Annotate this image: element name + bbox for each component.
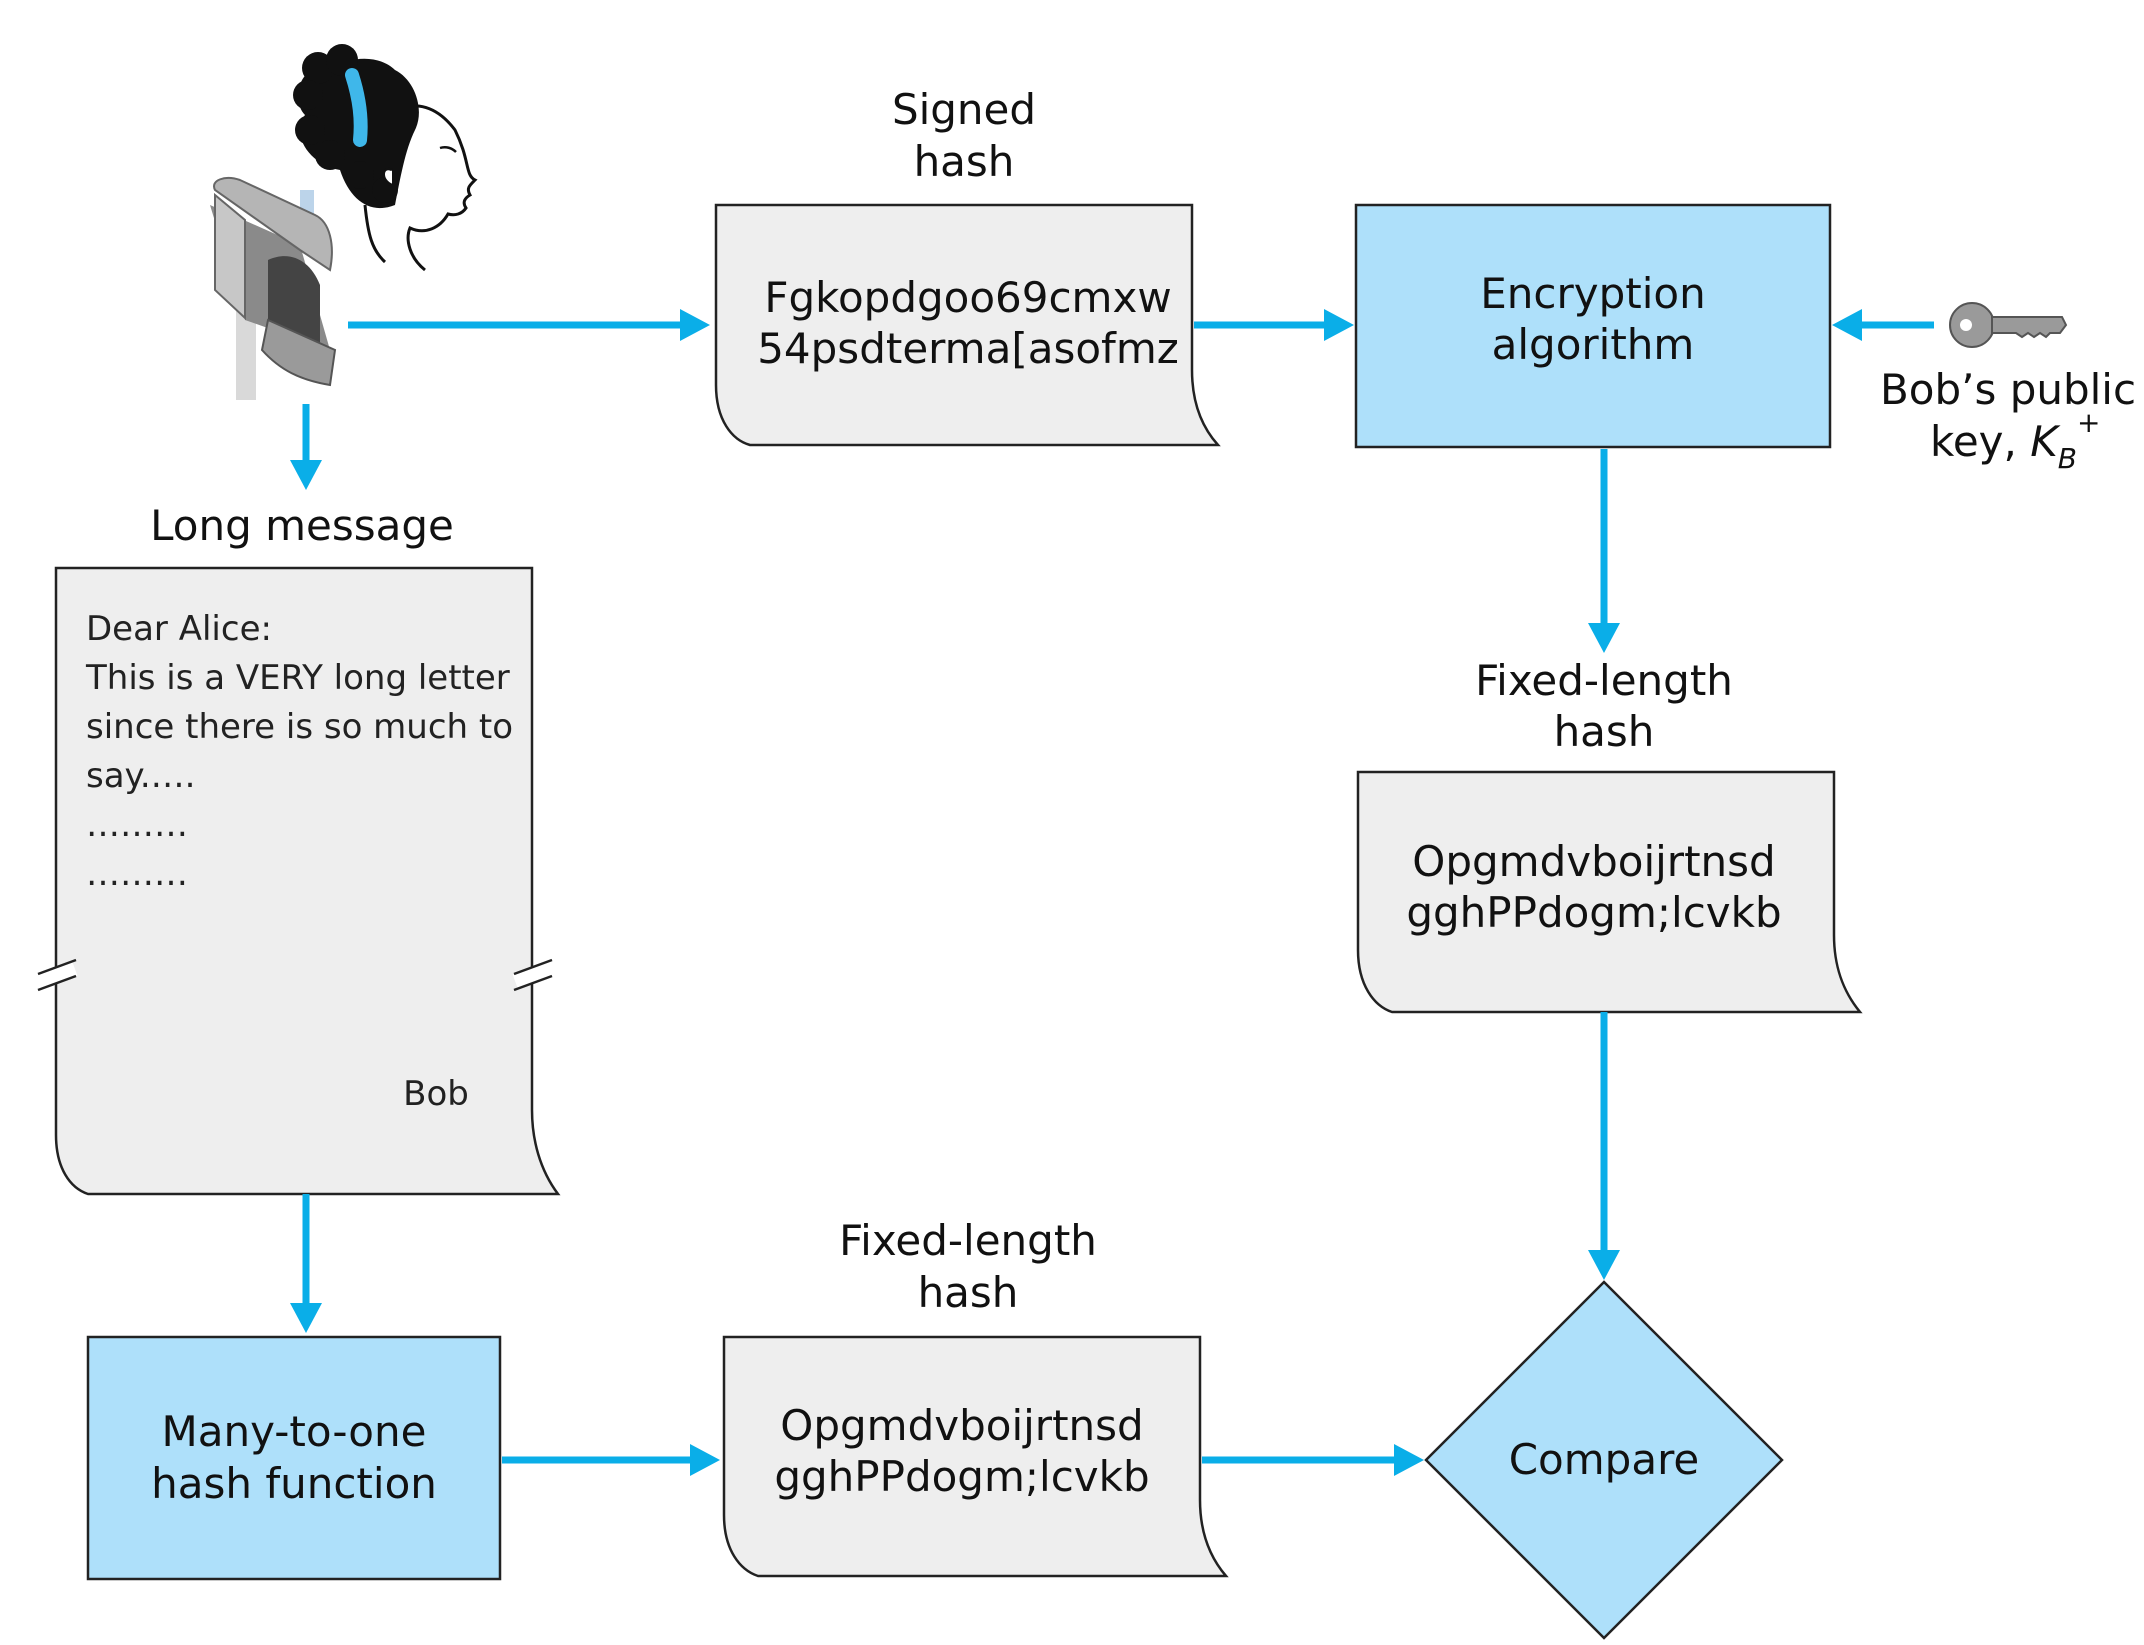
svg-text:………: ……… [86,854,188,894]
svg-text:………: ……… [86,805,188,845]
svg-text:Opgmdvboijrtnsd: Opgmdvboijrtnsd [1412,837,1775,886]
svg-text:54psdterma[asofmz: 54psdterma[asofmz [757,324,1179,373]
arrow-signed-hash-to-encryption [1194,309,1354,341]
fixed-hash-right-box: Opgmdvboijrtnsd gghPPdogm;lcvkb [1356,770,1863,1014]
arrow-fixed-hash-to-compare [1588,1012,1620,1280]
arrow-fixed-hash-to-compare-bottom [1202,1444,1424,1476]
signed-hash-label: Signed hash [892,85,1036,186]
key-symbol: K [2030,417,2061,466]
key-icon [1949,302,2068,348]
bob-public-key-label: Bob’s public key, KB+ [1880,365,2136,475]
svg-text:Fixed-length: Fixed-length [1475,656,1733,705]
svg-text:key, KB+: key, KB+ [1930,406,2100,475]
svg-text:hash function: hash function [151,1459,437,1508]
svg-text:Fixed-length: Fixed-length [839,1216,1097,1265]
compare-diamond: Compare [1424,1280,1784,1640]
svg-text:Bob’s public: Bob’s public [1880,365,2136,414]
break-mark-left [37,958,78,992]
hash-function-box: Many-to-one hash function [86,1335,502,1581]
fixed-hash-bottom-label: Fixed-length hash [839,1216,1097,1317]
alice-head-icon [293,44,478,272]
svg-text:Encryption: Encryption [1480,269,1705,318]
long-message-label: Long message [150,501,454,550]
letter-signature: Bob [403,1074,469,1114]
arrow-key-to-encryption [1832,309,1934,341]
arrow-mailbox-to-letter [290,404,322,490]
signed-hash-box: Fgkopdgoo69cmxw 54psdterma[asofmz [714,203,1221,447]
svg-text:hash: hash [918,1268,1019,1317]
svg-text:This is a VERY long letter: This is a VERY long letter [85,658,510,698]
arrow-hash-function-to-fixed-hash [502,1444,720,1476]
svg-text:Many-to-one: Many-to-one [162,1407,427,1456]
key-superscript: + [2077,406,2100,439]
arrow-encryption-to-fixed-hash [1588,449,1620,653]
mailbox-icon [210,177,337,400]
fixed-hash-bottom-box: Opgmdvboijrtnsd gghPPdogm;lcvkb [722,1335,1229,1578]
key-label-prefix: key, [1930,417,2030,466]
long-message-letter: Dear Alice: This is a VERY long letter s… [37,566,561,1196]
svg-text:hash: hash [1554,707,1655,756]
break-mark-right [512,958,553,992]
svg-text:Fgkopdgoo69cmxw: Fgkopdgoo69cmxw [764,273,1171,322]
svg-text:gghPPdogm;lcvkb: gghPPdogm;lcvkb [1406,888,1781,937]
svg-text:say.….: say.…. [86,756,195,796]
fixed-hash-right-label: Fixed-length hash [1475,656,1733,756]
key-subscript: B [2058,442,2077,475]
svg-text:Compare: Compare [1509,1435,1700,1484]
arrow-letter-to-hash-function [290,1194,322,1333]
svg-text:Dear Alice:: Dear Alice: [86,609,272,649]
arrow-mailbox-to-signed-hash [348,309,710,341]
svg-text:hash: hash [914,137,1015,186]
svg-text:since there is so much to: since there is so much to [86,707,513,747]
svg-text:Signed: Signed [892,85,1036,134]
svg-text:algorithm: algorithm [1492,320,1695,369]
encryption-algorithm-box: Encryption algorithm [1354,203,1832,449]
svg-text:gghPPdogm;lcvkb: gghPPdogm;lcvkb [774,1452,1149,1501]
svg-text:Opgmdvboijrtnsd: Opgmdvboijrtnsd [780,1401,1143,1450]
